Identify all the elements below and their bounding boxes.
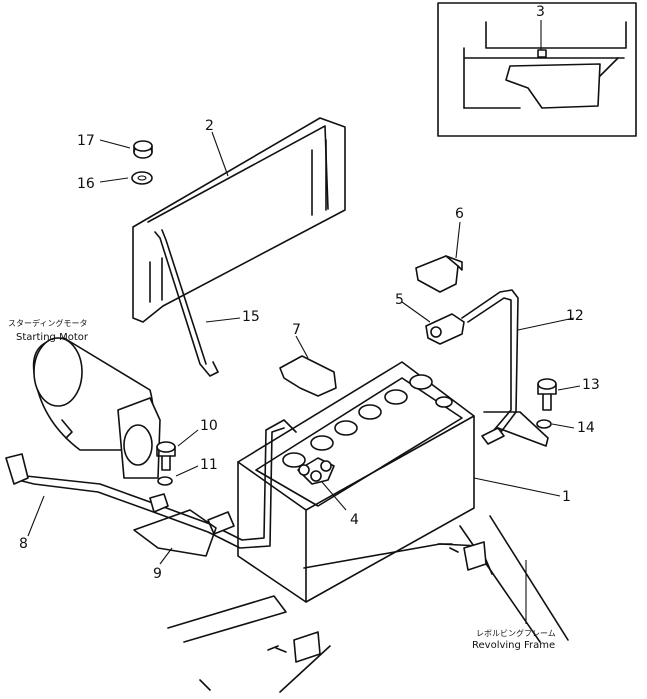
callout-8: 8: [19, 536, 28, 552]
callout-9: 9: [153, 566, 162, 582]
callout-15: 15: [242, 309, 260, 325]
callout-10: 10: [200, 418, 218, 434]
battery-cover: [132, 117, 346, 323]
callout-11: 11: [200, 457, 218, 473]
callout-7: 7: [292, 322, 301, 338]
callout-2: 2: [205, 118, 214, 134]
callout-numbers: 3 2 17 16 6 5 7 12 15 13 14 10 11 1 4 8 …: [19, 4, 600, 582]
cable-8: [5, 419, 297, 549]
revolving-frame-caption-en: Revolving Frame: [472, 640, 555, 651]
washer-part: [131, 171, 153, 185]
battery: [237, 361, 475, 603]
revolving-frame-caption-jp: レボルビングフレーム: [476, 628, 556, 638]
starting-motor-caption-en: Starting Motor: [16, 332, 89, 343]
bolt-10: [156, 441, 176, 471]
terminal-cover-7: [279, 355, 337, 397]
starting-motor: [32, 337, 161, 479]
terminal-cover-6: [415, 255, 459, 293]
callout-14: 14: [577, 420, 595, 436]
callout-13: 13: [582, 377, 600, 393]
leader-lines: [27, 20, 581, 624]
starting-motor-caption-jp: スターディングモータ: [8, 318, 87, 328]
washer-14: [536, 419, 552, 429]
callout-17: 17: [77, 133, 95, 149]
cable-12: [461, 289, 519, 437]
callout-3: 3: [536, 4, 545, 20]
callout-5: 5: [395, 292, 404, 308]
bolt-13: [537, 378, 557, 411]
callout-4: 4: [350, 512, 359, 528]
callout-6: 6: [455, 206, 464, 222]
callout-1: 1: [562, 489, 571, 505]
support-rod: [154, 229, 219, 377]
positive-terminal-clamp: [425, 313, 465, 345]
revolving-frame: [167, 515, 569, 693]
callout-16: 16: [77, 176, 95, 192]
clip-bracket: [133, 509, 217, 557]
washer-11: [157, 476, 173, 486]
nut-part: [133, 140, 153, 159]
inset-detail: [437, 2, 637, 137]
callout-12: 12: [566, 308, 584, 324]
